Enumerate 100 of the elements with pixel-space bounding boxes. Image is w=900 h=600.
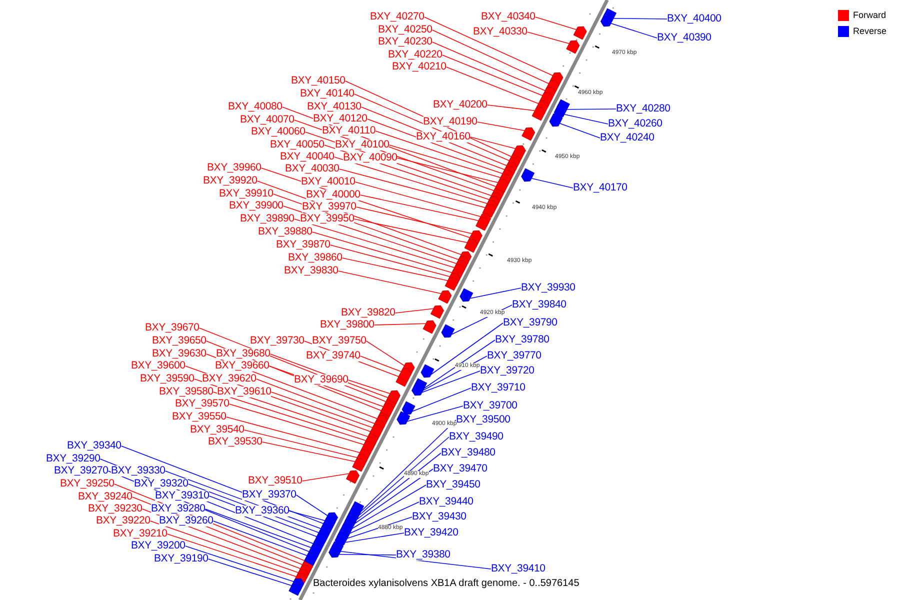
leader-line [396, 158, 498, 184]
gene-label: BXY_40010 [301, 176, 356, 188]
gene-label: BXY_40150 [291, 76, 346, 86]
gene-label: BXY_40250 [378, 24, 432, 36]
gene-label: BXY_39830 [284, 266, 338, 276]
gene-block [438, 290, 452, 304]
gene-label: BXY_39910 [219, 188, 274, 200]
gene-label: BXY_39870 [276, 240, 330, 250]
leader-line [208, 558, 292, 586]
gene-label: BXY_39250 [60, 478, 114, 490]
gene-label: BXY_39620 [202, 374, 256, 384]
gene-label: BXY_40340 [481, 12, 536, 22]
leader-line [312, 232, 452, 274]
leader-line [406, 406, 464, 422]
gene-block [430, 305, 444, 319]
leader-line [334, 156, 488, 204]
leader-line [270, 392, 373, 428]
gene-label: BXY_39680 [216, 348, 270, 360]
gene-label: BXY_39360 [235, 506, 290, 516]
leader-line [564, 114, 608, 124]
gene-block [554, 104, 568, 118]
gene-label: BXY_40100 [335, 140, 390, 150]
gene-label: BXY_40330 [473, 26, 528, 38]
leader-line [366, 340, 405, 366]
leader-line [256, 378, 375, 424]
gene-label: BXY_39750 [312, 336, 366, 346]
gene-label: BXY_39420 [404, 528, 458, 538]
gene-label: BXY_40190 [423, 116, 478, 128]
leader-line [424, 340, 496, 389]
gene-label: BXY_39220 [96, 516, 150, 526]
leader-line [470, 136, 516, 150]
gene-label: BXY_39510 [248, 476, 302, 486]
gene-label: BXY_39530 [208, 436, 262, 448]
gene-label: BXY_39800 [320, 320, 374, 330]
gene-label: BXY_39200 [131, 540, 186, 552]
gene-label: BXY_39880 [258, 226, 312, 238]
gene-block [521, 168, 535, 182]
gene-label: BXY_40400 [667, 14, 722, 24]
leader-line [354, 468, 434, 524]
leader-line [375, 130, 503, 174]
gene-label: BXY_40270 [370, 12, 424, 22]
gene-label: BXY_39920 [203, 176, 258, 186]
gene-block [600, 13, 614, 27]
gene-label: BXY_39540 [190, 424, 244, 436]
leader-line [204, 508, 312, 548]
leader-line [432, 42, 546, 92]
gene-label: BXY_39970 [302, 202, 356, 212]
gene-label: BXY_40110 [322, 126, 376, 136]
gene-label: BXY_39290 [46, 454, 100, 464]
gene-label: BXY_39430 [412, 512, 466, 522]
gene-label: BXY_39770 [487, 350, 542, 362]
gene-label: BXY_39660 [215, 360, 270, 372]
gene-label: BXY_40280 [616, 104, 670, 114]
leader-line [388, 144, 501, 178]
gene-label: BXY_39310 [155, 490, 210, 502]
leader-line [330, 244, 450, 278]
gene-label: BXY_39900 [229, 200, 284, 212]
leader-line [613, 18, 668, 20]
gene-block [566, 40, 580, 54]
gene-block [396, 411, 410, 425]
gene-label: BXY_39950 [300, 214, 354, 224]
gene-label: BXY_39960 [207, 162, 262, 174]
leader-line [294, 218, 455, 268]
leader-line [296, 494, 328, 516]
gene-block [522, 127, 536, 141]
leader-line [476, 122, 525, 132]
gene-label: BXY_40160 [416, 132, 470, 142]
gene-label: BXY_40030 [285, 164, 340, 174]
caption: Bacteroides xylanisolvens XB1A draft genome. - 0..5976145 [313, 578, 580, 589]
gene-label: BXY_39380 [396, 550, 450, 560]
gene-block [420, 364, 434, 378]
leader-line [360, 356, 402, 372]
gene-label: BXY_39240 [78, 492, 132, 502]
gene-label: BXY_39580 [159, 386, 214, 398]
gene-label: BXY_39860 [288, 252, 342, 264]
gene-label: BXY_39820 [341, 308, 396, 318]
gene-block [441, 324, 455, 338]
leader-line [470, 288, 522, 299]
leader-line [534, 16, 577, 30]
gene-label: BXY_39260 [159, 516, 214, 526]
leader-line [446, 66, 539, 104]
leader-line [354, 218, 468, 244]
gene-label: BXY_40050 [270, 140, 324, 150]
leader-line [442, 54, 543, 96]
leader-line [526, 32, 570, 44]
gene-block [532, 107, 546, 121]
leader-line [262, 442, 356, 462]
leader-line [360, 194, 479, 222]
gene-block [573, 26, 587, 40]
leader-line [352, 484, 426, 529]
leader-line [212, 520, 308, 556]
leader-line [354, 182, 481, 218]
leader-line [338, 270, 442, 294]
gene-label: BXY_39340 [67, 440, 122, 452]
leader-line [394, 308, 434, 314]
gene-label: BXY_39490 [449, 432, 504, 442]
gene-label: BXY_39710 [471, 382, 526, 394]
gene-block [346, 470, 360, 484]
gene-label: BXY_40220 [388, 50, 442, 60]
gene-label: BXY_39600 [131, 360, 186, 372]
